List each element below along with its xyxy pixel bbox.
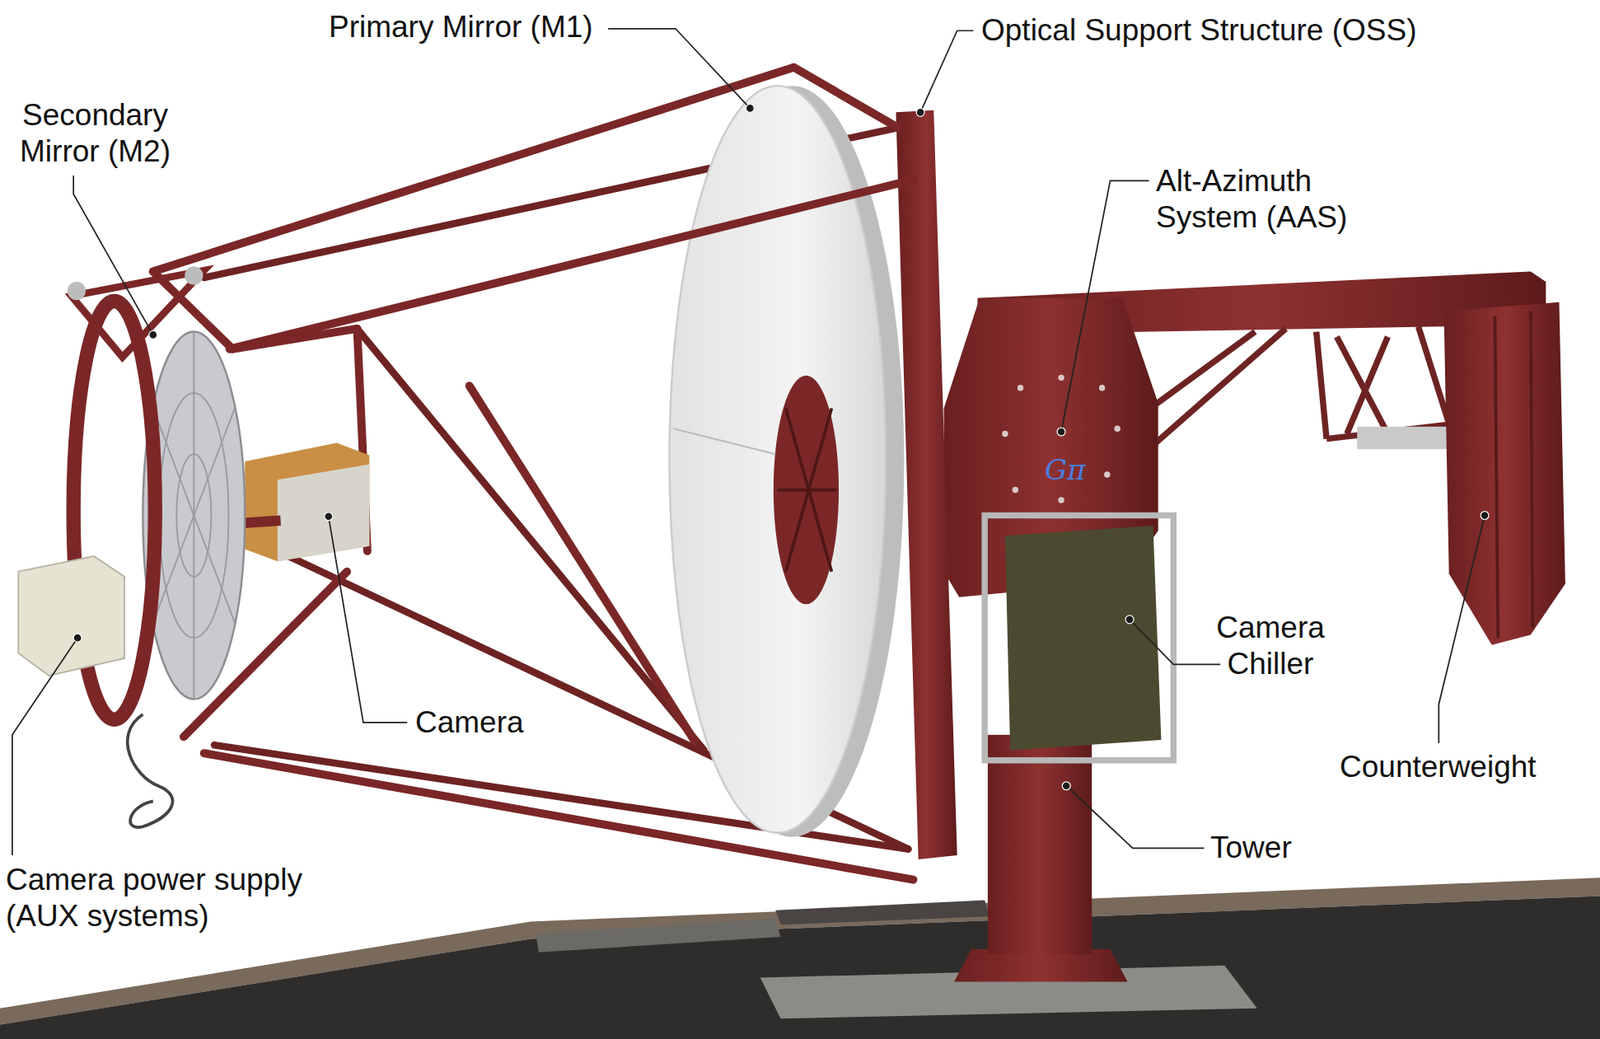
strut [204,753,914,880]
part-label: Camera [415,704,524,741]
leader-line [328,516,408,723]
strut [794,67,899,128]
wheel [67,281,86,300]
leader-dot [149,330,158,339]
truss [153,67,914,880]
strut [1418,326,1450,424]
chiller-frame [984,515,1174,761]
leader-dot [73,633,82,642]
strut [1316,332,1327,440]
ground [0,896,1600,1039]
leader-dot [745,103,754,113]
strut [153,67,795,272]
leader-line [1438,515,1485,744]
leader-dot [1061,781,1071,791]
leader-dot [324,512,333,521]
part-label: Camera Chiller [1200,609,1341,683]
part-label: Counterweight [1339,748,1537,786]
leader-lines [12,28,1485,856]
primary-mirror-hole [773,375,839,604]
cable [127,714,174,828]
bolt [1057,496,1064,503]
counterweight [1444,302,1566,646]
dark-pad [775,899,990,925]
bolt [1017,384,1024,391]
strut [469,385,694,740]
bolt-ring [1001,374,1121,504]
part-label: Alt-Azimuth System (AAS) [1155,163,1371,236]
hole-spokes [777,408,838,572]
leader-line [12,637,78,856]
counterweight-seam [1494,316,1498,638]
camera-front [277,464,370,562]
leader-dots [73,103,1489,790]
bolt [1057,374,1064,381]
part-label: Optical Support Structure (OSS) [981,12,1417,49]
bolt [1099,384,1105,391]
leader-line [1061,180,1150,432]
logo-text: Gπ [1044,451,1086,488]
concrete-pad [535,918,781,953]
leader-line [1066,785,1204,849]
part-label: Primary Mirror (M1) [328,9,594,46]
optical-support-structure [895,110,957,860]
wheel [184,266,203,285]
part-label: Tower [1210,829,1292,866]
leader-dot [1480,511,1489,520]
strut [1336,336,1388,435]
leader-line [1129,619,1221,665]
mirror-segments [153,332,235,700]
bolt [1012,486,1019,493]
strut [229,179,914,350]
power-supply-box [18,556,125,676]
part-label: Secondary Mirror (M2) [6,97,184,170]
bolt [1001,430,1008,437]
strut [232,328,357,350]
part-label: Camera power supply (AUX systems) [5,861,319,935]
strut [356,328,704,751]
segment-line [153,408,235,623]
leader-line [608,28,750,109]
secondary-bracket [71,270,205,357]
counterweight-seam [1530,311,1533,628]
leader-dot [1057,427,1066,436]
mirror-seam [673,428,776,454]
leader-dot [1125,615,1134,624]
strut [1142,328,1286,454]
bolt [1104,471,1110,478]
leader-line [920,30,974,113]
segment-line [153,408,235,623]
tower [987,734,1092,955]
leader-dot [916,107,925,117]
camera-body [244,443,370,562]
camera-chiller [1005,525,1161,750]
strut [1347,336,1389,435]
spoke [777,488,838,492]
bolt [1113,425,1120,432]
leader-line [73,175,154,335]
